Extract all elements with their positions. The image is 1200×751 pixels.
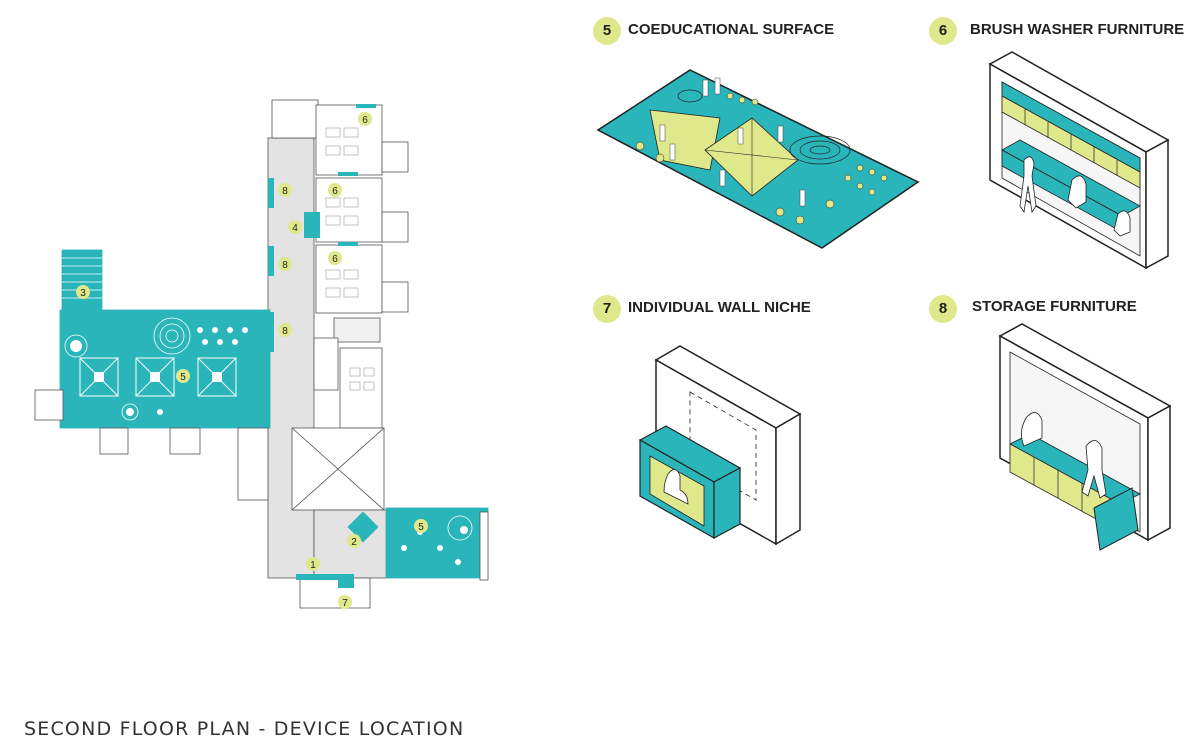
legend-title-brush-washer-furniture: BRUSH WASHER FURNITURE	[970, 21, 1185, 38]
plan-marker-6-middle: 6	[328, 183, 342, 197]
legend-badge-8: 8	[929, 295, 957, 323]
lower-terrace	[385, 507, 489, 579]
legend-badge-7: 7	[593, 295, 621, 323]
svg-text:4: 4	[292, 223, 298, 234]
individual-wall-niche-illustration	[638, 345, 802, 546]
coeducational-surface-illustration	[596, 69, 920, 249]
svg-text:1: 1	[310, 560, 316, 571]
floor-plan-caption: SECOND FLOOR PLAN - DEVICE LOCATION	[24, 718, 465, 740]
classroom-1	[315, 104, 383, 176]
legend-badge-6: 6	[929, 17, 957, 45]
restrooms	[339, 347, 383, 429]
legend-title-individual-wall-niche: INDIVIDUAL WALL NICHE	[628, 299, 811, 316]
plan-marker-6-bottom: 6	[328, 251, 342, 265]
plan-marker-8-middle: 8	[278, 257, 292, 271]
plan-marker-8-bottom: 8	[278, 323, 292, 337]
left-wing-surface	[59, 309, 271, 429]
plan-marker-6-top: 6	[358, 112, 372, 126]
svg-text:6: 6	[332, 254, 338, 265]
svg-text:7: 7	[342, 598, 348, 609]
plan-marker-4: 4	[288, 220, 302, 234]
main-corridor	[267, 137, 315, 579]
plan-marker-3: 3	[76, 285, 90, 299]
legend-title-coeducational-surface: COEDUCATIONAL SURFACE	[628, 21, 835, 38]
stairs-middle	[333, 317, 381, 343]
plan-marker-5-left-wing: 5	[176, 369, 190, 383]
plan-marker-2: 2	[347, 534, 361, 548]
svg-text:3: 3	[80, 288, 86, 299]
plan-marker-7: 7	[338, 595, 352, 609]
second-floor-plan	[34, 99, 489, 609]
classroom-2	[315, 177, 383, 243]
svg-text:5: 5	[180, 372, 186, 383]
legend-title-storage-furniture: STORAGE FURNITURE	[972, 298, 1137, 315]
svg-text:2: 2	[351, 537, 357, 548]
stair-top	[271, 99, 319, 139]
svg-text:6: 6	[332, 186, 338, 197]
plan-marker-8-top: 8	[278, 183, 292, 197]
elevator	[313, 337, 339, 391]
left-wing-stairs	[61, 249, 103, 311]
plan-marker-1: 1	[306, 557, 320, 571]
svg-text:5: 5	[418, 522, 424, 533]
plan-marker-5-lower-terrace: 5	[414, 519, 428, 533]
brush-washer-furniture-illustration	[988, 51, 1170, 270]
storage-furniture-illustration	[998, 323, 1172, 551]
svg-text:8: 8	[282, 260, 288, 271]
svg-text:6: 6	[362, 115, 368, 126]
legend-badge-5: 5	[593, 17, 621, 45]
svg-text:8: 8	[282, 186, 288, 197]
svg-text:8: 8	[282, 326, 288, 337]
plan-markers: 1 2 3 4 5 5 6 6 6 7 8 8 8	[76, 112, 428, 609]
